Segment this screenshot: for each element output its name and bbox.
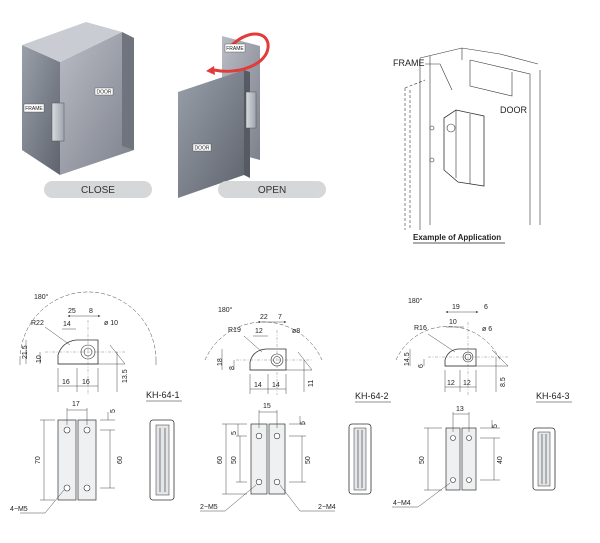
close-pill [44,181,152,198]
open-door-tag: DOOR [195,146,210,152]
m3-fh: 50 [419,456,426,464]
model-kh-64-1: 180° R22 25 14 8 ø 10 21.5 10 16 16 13.5… [10,291,182,514]
m1-fw: 17 [72,401,80,408]
m1-fh: 70 [35,456,42,464]
open-door-tag-box [192,143,212,152]
m3-angle: 180° [408,297,423,305]
m3-d3: 6 [484,304,488,311]
app-caption: Example of Application [413,233,501,242]
application-hinge [443,109,485,187]
m3-d2: 10 [449,319,457,326]
application-sketch: FRAME DOOR Example of Application [393,47,541,244]
m2-h2: 8 [229,366,236,370]
m3-fh2: 40 [497,456,504,464]
m2-name: KH-64-2 [355,391,389,401]
m1-h3: 13.5 [122,369,129,383]
m1-name: KH-64-1 [146,390,180,400]
m1-d2: 14 [63,321,71,328]
close-label: CLOSE [81,185,115,196]
m3-w2: 12 [463,380,471,387]
close-door-tag: DOOR [97,90,112,96]
close-door-tag-box [94,87,114,96]
svg-text:5: 5 [300,421,307,425]
m1-w2: 16 [82,379,90,386]
m1-bore: ø 10 [104,320,118,327]
close-frame-tag: FRAME [25,106,43,112]
open-frame-tag-box [224,43,246,53]
m2-fh3: 50 [305,456,312,464]
m2-d3: 7 [278,314,282,321]
m1-d1: 25 [68,308,76,315]
m3-fw: 13 [456,406,464,413]
m2-w1: 14 [254,382,262,389]
m1-angle: 180° [34,293,49,301]
close-frame-tag-box [23,103,45,113]
m3-bore: ø 6 [482,326,492,333]
open-door-panel [178,70,244,198]
m1-ft: 5 [110,409,117,413]
app-door-label: DOOR [500,105,528,115]
m1-screw: 4−M5 [10,506,28,513]
model-kh-64-2: 180° R19 22 12 7 ø8 18 8 14 14 11 KH-64-… [200,306,391,512]
m3-screw: 4−M4 [393,500,411,507]
closed-hinge [51,102,65,142]
m1-fh2: 60 [117,456,124,464]
open-frame-tag: FRAME [226,46,244,52]
open-pill [218,181,326,198]
open-rendering: FRAME DOOR [178,32,270,198]
door-panel [60,32,134,175]
m2-fw: 15 [263,403,271,410]
m3-h3: 8.5 [500,377,507,387]
m3-ft: 5 [492,424,499,428]
m2-ft: 5 [231,431,238,435]
m1-d3: 8 [89,308,93,315]
m3-radius: R16 [414,325,427,332]
m2-screw2: 2−M4 [318,504,336,511]
m2-w2: 14 [272,382,280,389]
m3-h2: 6 [418,364,425,368]
model-kh-64-3: 180° R16 19 10 6 ø 6 14.5 6 12 12 8.5 KH… [392,297,572,508]
m2-fh: 60 [217,456,224,464]
m2-h1: 18 [217,358,224,366]
m2-radius: R19 [228,327,241,334]
m3-d1: 19 [452,304,460,311]
open-hinge [245,91,257,129]
m2-d1: 22 [260,314,268,321]
m1-h2: 10 [36,355,43,363]
m2-screw1: 2−M5 [200,504,218,511]
m2-bore: ø8 [292,328,300,335]
m2-h3: 11 [308,380,315,387]
rotation-arrow-icon [213,32,270,73]
m3-h1: 14.5 [404,352,411,366]
m1-radius: R22 [31,320,44,327]
m1-h1: 21.5 [22,345,29,359]
m2-fh2: 50 [231,456,238,464]
m2-d2: 12 [255,328,263,335]
app-frame-label: FRAME [393,58,425,68]
m1-w1: 16 [62,379,70,386]
m3-w1: 12 [447,380,455,387]
open-label: OPEN [258,185,286,196]
m2-angle: 180° [218,306,233,314]
m3-name: KH-64-3 [536,391,570,401]
close-rendering: FRAME DOOR [22,22,134,175]
